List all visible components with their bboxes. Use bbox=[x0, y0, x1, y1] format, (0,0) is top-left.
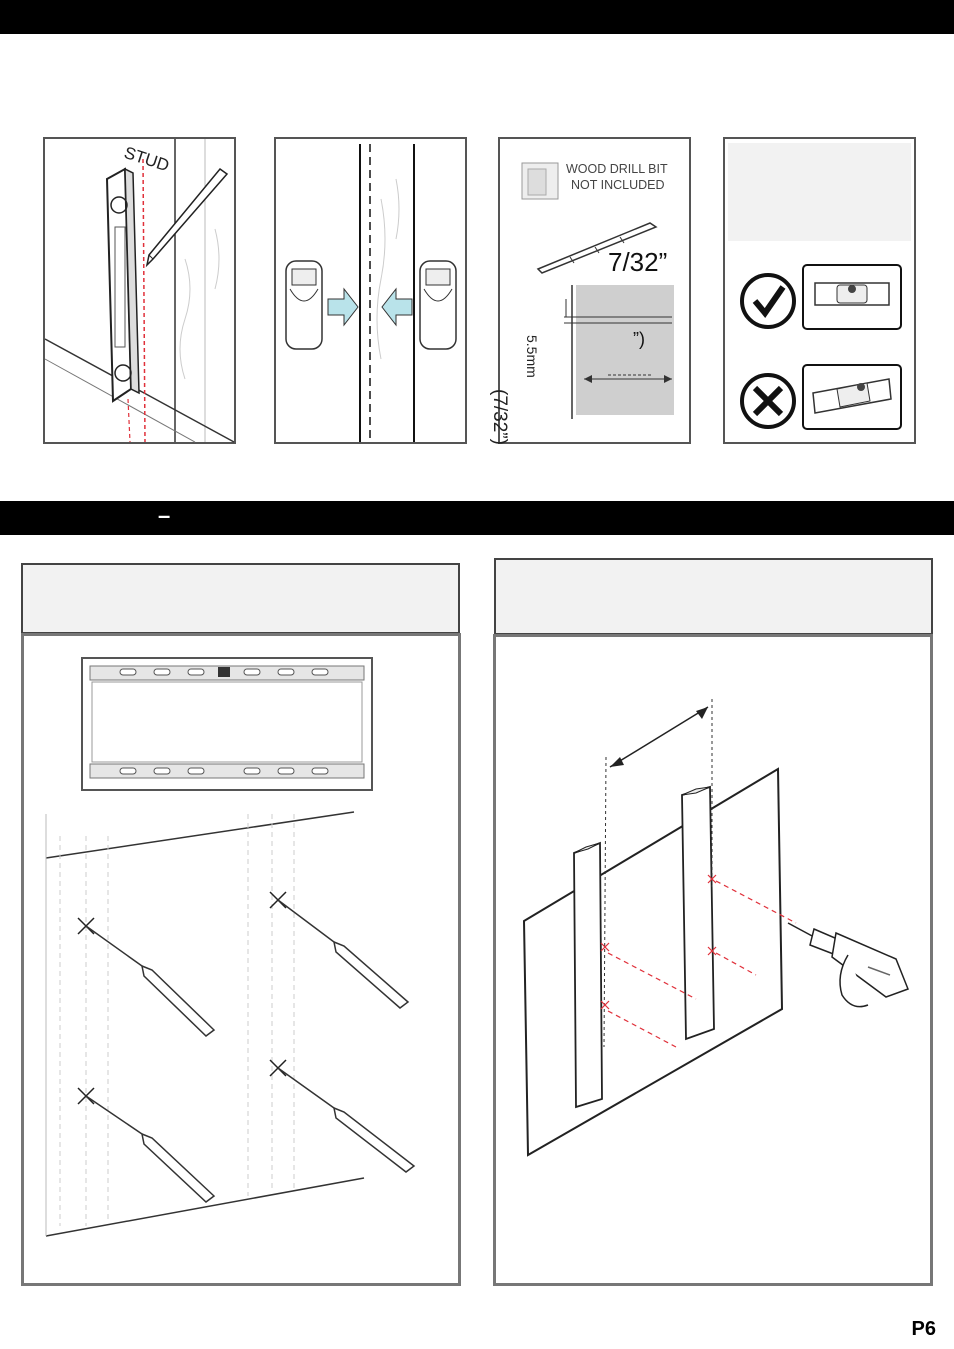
section-header-2-text: – bbox=[158, 503, 171, 528]
panel-mark-holes bbox=[21, 633, 461, 1286]
panel-level-check bbox=[723, 137, 916, 444]
depth-metric: 5.5mm bbox=[524, 335, 540, 378]
stud-right bbox=[681, 785, 715, 1041]
level-check-gray-area bbox=[728, 143, 911, 241]
drill-bit-box-icon bbox=[521, 162, 559, 200]
wall-bracket bbox=[81, 657, 373, 791]
arrow-left-icon bbox=[381, 287, 413, 327]
right-stud-finder-icon bbox=[419, 260, 457, 350]
drill-bit-icon bbox=[536, 222, 658, 274]
drill-bit-illustration bbox=[521, 162, 674, 419]
arrow-right-icon bbox=[327, 287, 359, 327]
panel-drill-holes bbox=[493, 634, 933, 1286]
stud-left bbox=[573, 841, 603, 1109]
right-instruction-box bbox=[494, 558, 933, 635]
page-number: P6 bbox=[911, 1318, 936, 1340]
level-tilted-icon bbox=[802, 364, 902, 430]
level-check-illustration bbox=[740, 264, 902, 430]
panel-level-stud: STUD bbox=[43, 137, 236, 444]
drill-holes-illustration bbox=[522, 699, 909, 1157]
panel-drill-bit: WOOD DRILL BIT NOT INCLUDED 7/32” ”) (7/… bbox=[489, 137, 691, 445]
wall-block bbox=[576, 285, 674, 415]
section-header-bar bbox=[0, 0, 954, 34]
level-stud-illustration: STUD bbox=[44, 139, 235, 443]
depth-close-paren: ”) bbox=[633, 329, 645, 349]
panel-stud-finder bbox=[274, 137, 467, 444]
section-header-bar-2: – bbox=[0, 501, 954, 535]
left-instruction-box bbox=[21, 563, 460, 634]
drill-icon bbox=[787, 922, 909, 1008]
mark-holes-illustration bbox=[45, 657, 416, 1237]
left-stud-finder-icon bbox=[285, 260, 323, 350]
check-icon bbox=[740, 273, 796, 329]
stud-finder-illustration bbox=[285, 144, 457, 442]
cross-icon bbox=[740, 373, 796, 429]
drill-bit-size: 7/32” bbox=[608, 247, 668, 277]
depth-fraction: (7/32”) bbox=[489, 389, 510, 445]
pencil-icons bbox=[85, 899, 416, 1203]
level-straight-icon bbox=[802, 264, 902, 330]
drill-bit-note-line2: NOT INCLUDED bbox=[571, 178, 665, 192]
drill-bit-note-line1: WOOD DRILL BIT bbox=[566, 162, 668, 176]
